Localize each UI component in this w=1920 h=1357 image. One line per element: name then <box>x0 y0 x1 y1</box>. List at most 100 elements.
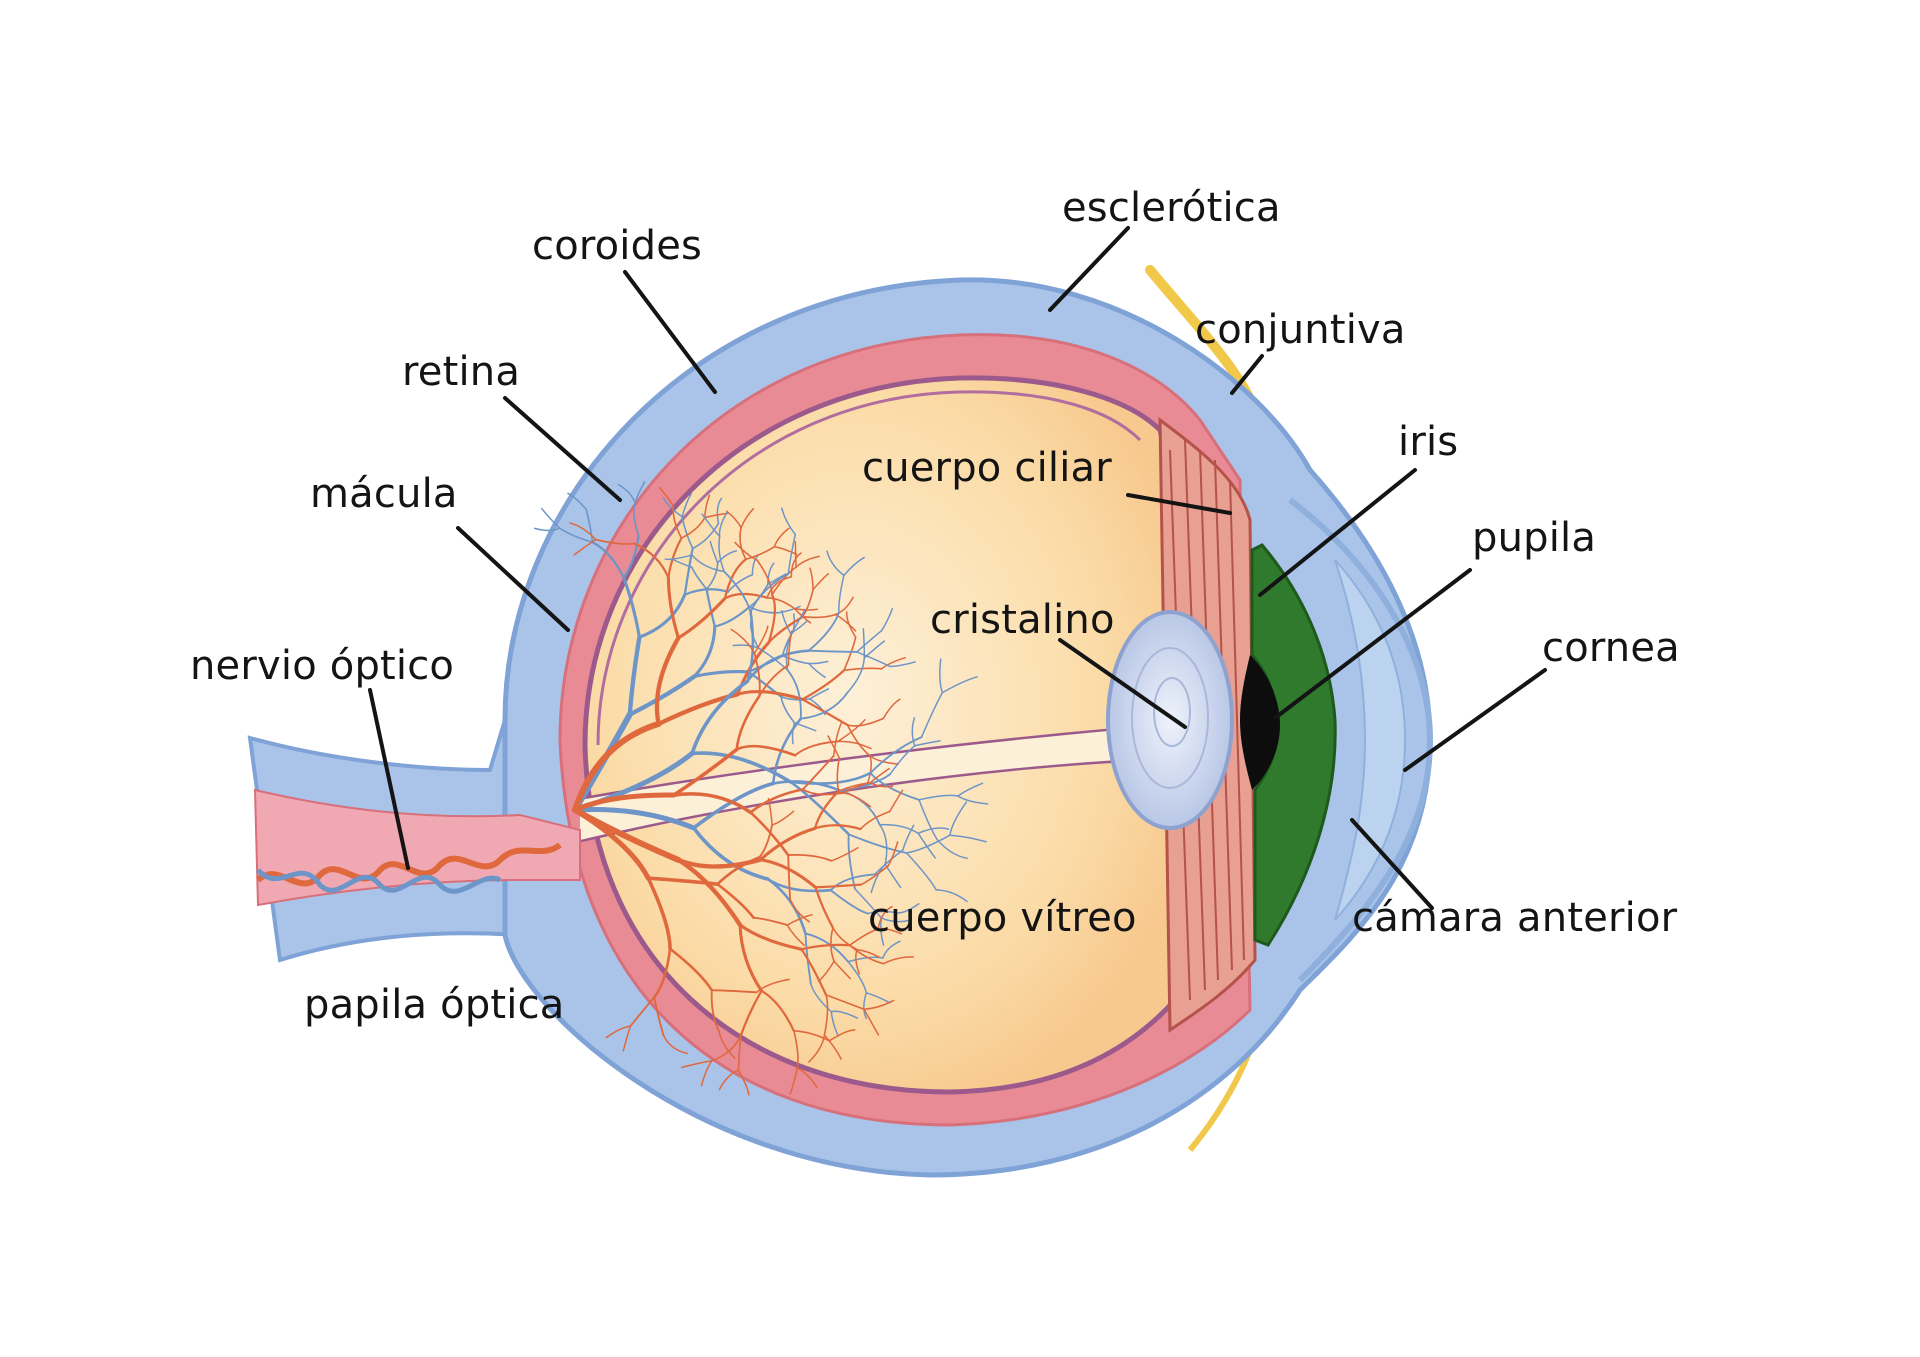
vein-branch <box>913 740 941 747</box>
label-pupila: pupila <box>1472 515 1597 561</box>
vein-branch <box>847 833 908 854</box>
vein-branch <box>705 587 716 628</box>
vein-branch <box>911 717 916 747</box>
artery-branch <box>758 826 817 862</box>
vein-branch <box>778 605 801 614</box>
vein-branch <box>865 992 891 1004</box>
vein-branch <box>716 497 723 525</box>
vein-branch <box>856 651 891 668</box>
artery-branch <box>809 567 814 591</box>
artery-branch <box>880 656 906 670</box>
vein-branch <box>856 629 883 653</box>
vein-branch <box>902 824 915 851</box>
artery-branch <box>801 588 814 618</box>
artery-branch <box>738 923 764 993</box>
artery-branch <box>760 989 796 1033</box>
artery-branch <box>646 876 672 951</box>
artery-branch <box>758 823 774 859</box>
artery-branch <box>790 552 802 578</box>
artery-branch <box>808 1034 826 1063</box>
artery-branch <box>756 559 773 596</box>
artery-branch <box>704 494 711 519</box>
artery-branch <box>794 740 840 757</box>
vein-branch <box>880 917 909 923</box>
artery-branch <box>716 882 755 919</box>
vein-branch <box>690 679 750 756</box>
artery-branch <box>869 767 890 784</box>
vein-branch <box>713 605 751 628</box>
artery-branch <box>676 857 743 928</box>
artery-branch <box>863 999 895 1011</box>
vein-branch <box>681 516 694 550</box>
vein-branch <box>627 635 642 717</box>
artery-branch <box>848 944 885 965</box>
vein-branch <box>637 593 687 639</box>
artery-branch <box>716 856 761 886</box>
vein-branch <box>867 910 900 915</box>
vein-branch <box>664 554 693 561</box>
vein-branch <box>781 507 797 536</box>
vein-branch <box>723 570 752 613</box>
vein-branch <box>709 540 719 564</box>
vein-branch <box>804 932 850 963</box>
artery-branch <box>672 747 739 797</box>
artery-branch <box>800 943 851 951</box>
vein-branch <box>585 508 594 544</box>
label-cuerpo-vitreo: cuerpo vítreo <box>868 895 1137 941</box>
vein-branch <box>627 674 697 717</box>
artery-branch <box>773 545 798 556</box>
vein-branch <box>691 522 720 550</box>
pointer-camara-anterior <box>1350 818 1434 910</box>
vein-branch <box>920 691 944 738</box>
vein-branch <box>622 576 641 639</box>
artery-branch <box>860 865 889 886</box>
artery-branch <box>877 905 893 930</box>
vein-branch <box>780 695 811 701</box>
label-coroides: coroides <box>532 223 703 269</box>
artery-branch <box>737 1034 742 1071</box>
artery-branch <box>654 635 681 727</box>
artery-branch <box>767 593 776 644</box>
vein-branch <box>829 873 876 892</box>
vein-branch <box>918 794 959 801</box>
vein-branch <box>878 823 919 835</box>
artery-branch <box>672 505 683 539</box>
artery-branch <box>594 538 636 545</box>
vein-branch <box>727 573 754 593</box>
vein-branch <box>862 628 866 659</box>
vein-branch <box>838 574 845 614</box>
artery-branch <box>766 575 793 599</box>
artery-branch <box>710 989 758 994</box>
optic-nerve-vessel-red <box>255 842 562 887</box>
artery-branch <box>662 1034 688 1055</box>
label-macula: mácula <box>310 471 458 517</box>
artery-branch <box>752 916 789 926</box>
artery-branch <box>796 1067 818 1089</box>
vein-branch <box>766 877 807 935</box>
label-nervio-optico: nervio óptico <box>190 643 455 689</box>
artery-branch <box>718 1030 736 1059</box>
label-esclerotica: esclerótica <box>1062 185 1281 231</box>
vein-branch <box>829 889 870 915</box>
artery-branch <box>832 721 843 757</box>
artery-branch <box>749 811 790 857</box>
vein-branch <box>957 782 984 797</box>
vein-branch <box>662 497 683 518</box>
vein-branch <box>791 721 796 745</box>
artery-branch <box>859 810 891 830</box>
vein-branch <box>771 780 842 792</box>
label-camara-anterior: cámara anterior <box>1352 895 1678 941</box>
pointer-lines <box>368 226 1547 910</box>
pointer-iris <box>1258 468 1417 597</box>
artery-branch <box>573 538 597 556</box>
vein-branch <box>781 654 810 665</box>
vein-branch <box>905 834 951 854</box>
artery-branch <box>856 948 880 958</box>
artery-branch <box>889 789 904 813</box>
artery-branch <box>755 978 790 994</box>
vein-branch <box>701 513 721 538</box>
pointer-conjuntiva <box>1230 354 1264 395</box>
lens <box>1106 610 1234 830</box>
vein-branch <box>690 566 708 590</box>
artery-branch <box>771 810 795 826</box>
